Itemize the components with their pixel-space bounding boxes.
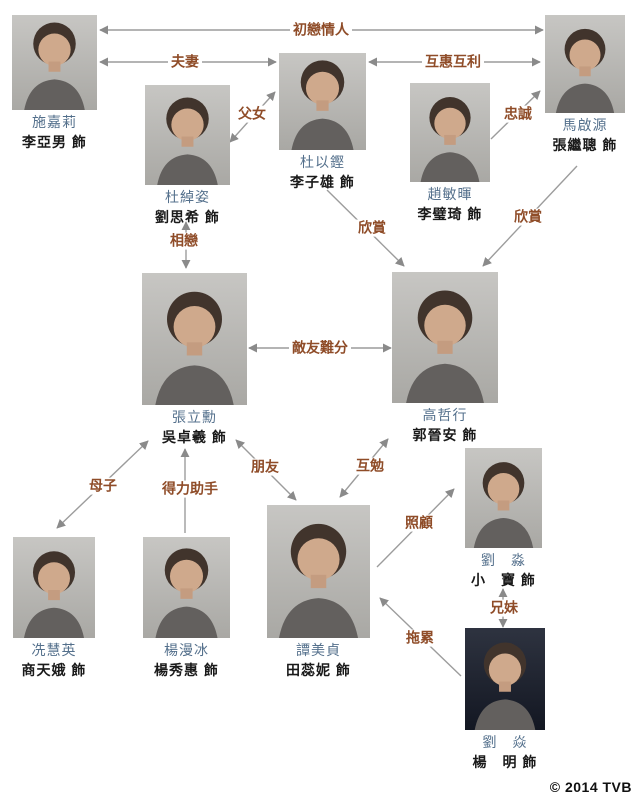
- relation-label-admire-right: 欣賞: [511, 208, 545, 226]
- actor-name: 楊 明 飾: [472, 753, 538, 770]
- relation-label-mutual-encouragement: 互勉: [353, 457, 387, 475]
- relation-label-loyalty: 忠誠: [501, 105, 535, 123]
- character-name: 劉 焱: [482, 734, 528, 750]
- portrait-photo: [392, 272, 498, 403]
- portrait-photo: [465, 448, 542, 548]
- person-card-liu-yan: 劉 焱 楊 明 飾: [450, 628, 560, 771]
- actor-name: 吳卓羲 飾: [162, 428, 227, 445]
- relation-label-mother-son: 母子: [86, 477, 120, 495]
- person-card-shi-jia-li: 施嘉莉 李亞男 飾: [0, 15, 112, 151]
- portrait-photo: [13, 537, 95, 638]
- relation-label-in-love: 相戀: [167, 232, 201, 250]
- person-card-ma-qi-yuan: 馬啟源 張繼聰 飾: [530, 15, 640, 154]
- relation-label-friends: 朋友: [248, 458, 282, 476]
- actor-name: 小 寶 飾: [471, 571, 536, 588]
- portrait-photo: [145, 85, 230, 185]
- character-name: 劉 淼: [481, 552, 526, 568]
- character-name: 張立勳: [172, 409, 217, 425]
- actor-name: 張繼聰 飾: [552, 136, 618, 153]
- actor-name: 商天娥 飾: [21, 661, 87, 678]
- character-name: 譚美貞: [296, 642, 341, 658]
- character-name: 杜綽姿: [165, 189, 210, 205]
- relation-label-father-daughter: 父女: [235, 105, 269, 123]
- character-name: 冼慧英: [31, 642, 77, 658]
- character-name: 馬啟源: [562, 117, 608, 133]
- person-card-xian-hui-ying: 冼慧英 商天娥 飾: [0, 537, 110, 679]
- relation-label-friend-or-foe: 敵友難分: [289, 339, 351, 357]
- character-name: 施嘉莉: [32, 114, 77, 130]
- portrait-photo: [143, 537, 230, 638]
- actor-name: 李亞男 飾: [22, 133, 87, 150]
- portrait-photo: [410, 83, 490, 182]
- relation-label-siblings: 兄妹: [487, 599, 521, 617]
- portrait-photo: [142, 273, 247, 405]
- actor-name: 劉思希 飾: [155, 208, 220, 225]
- relation-label-capable-assistant: 得力助手: [159, 480, 221, 498]
- portrait-photo: [267, 505, 370, 638]
- character-name: 楊漫冰: [164, 642, 209, 658]
- actor-name: 李璧琦 飾: [417, 205, 483, 222]
- actor-name: 楊秀惠 飾: [154, 661, 219, 678]
- portrait-photo: [545, 15, 625, 113]
- relation-label-mutual-benefit: 互惠互利: [422, 53, 484, 71]
- actor-name: 田蕊妮 飾: [286, 661, 351, 678]
- relation-label-admire-left: 欣賞: [355, 219, 389, 237]
- person-card-gao-zhe-xing: 高哲行 郭晉安 飾: [377, 272, 513, 444]
- relation-label-take-care: 照顧: [402, 514, 436, 532]
- person-card-zhao-min-hui: 趙敏暉 李璧琦 飾: [395, 83, 505, 223]
- person-card-du-yi-keng: 杜以鏗 李子雄 飾: [264, 53, 381, 191]
- person-card-du-chuo-zi: 杜綽姿 劉思希 飾: [130, 85, 245, 226]
- relation-label-first-love: 初戀情人: [290, 21, 352, 39]
- person-card-tan-mei-zhen: 譚美貞 田蕊妮 飾: [252, 505, 385, 679]
- actor-name: 李子雄 飾: [290, 173, 355, 190]
- person-card-zhang-li-xun: 張立勳 吳卓羲 飾: [127, 273, 262, 446]
- actor-name: 郭晉安 飾: [412, 426, 478, 443]
- portrait-photo: [279, 53, 366, 150]
- character-name: 高哲行: [422, 407, 468, 423]
- person-card-yang-man-bing: 楊漫冰 楊秀惠 飾: [128, 537, 245, 679]
- character-name: 趙敏暉: [427, 186, 473, 202]
- copyright-notice: © 2014 TVB: [549, 779, 632, 795]
- relation-label-couple: 夫妻: [168, 53, 202, 71]
- portrait-photo: [465, 628, 545, 730]
- person-card-liu-miao: 劉 淼 小 寶 飾: [450, 448, 557, 589]
- character-name: 杜以鏗: [300, 154, 345, 170]
- relation-label-burden: 拖累: [403, 629, 437, 647]
- portrait-photo: [12, 15, 97, 110]
